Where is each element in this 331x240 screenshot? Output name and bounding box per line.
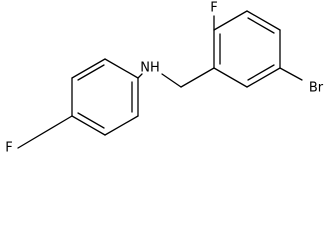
bond: [279, 67, 303, 81]
bond: [213, 10, 248, 31]
bond: [71, 58, 106, 79]
molecule-structure: NH F F Br: [5, 1, 324, 156]
double-bond-inner: [77, 64, 105, 81]
bond: [137, 73, 143, 79]
bond: [17, 115, 73, 149]
atom-label-nh: NH: [140, 61, 160, 76]
double-bond-inner: [247, 17, 275, 34]
bond: [71, 115, 106, 136]
bond: [104, 115, 139, 136]
double-bond-inner: [247, 64, 275, 81]
atom-label-br: Br: [309, 81, 324, 96]
atom-labels: NH F F Br: [5, 1, 324, 156]
bond: [246, 67, 281, 88]
atom-label-f-left: F: [5, 141, 12, 156]
bond: [246, 10, 281, 31]
bond: [180, 67, 215, 88]
double-bond-inner: [77, 112, 105, 129]
bond: [213, 67, 248, 88]
bond: [161, 73, 182, 88]
bond: [104, 58, 139, 79]
bonds: [17, 10, 303, 149]
atom-label-f-top: F: [210, 1, 217, 16]
